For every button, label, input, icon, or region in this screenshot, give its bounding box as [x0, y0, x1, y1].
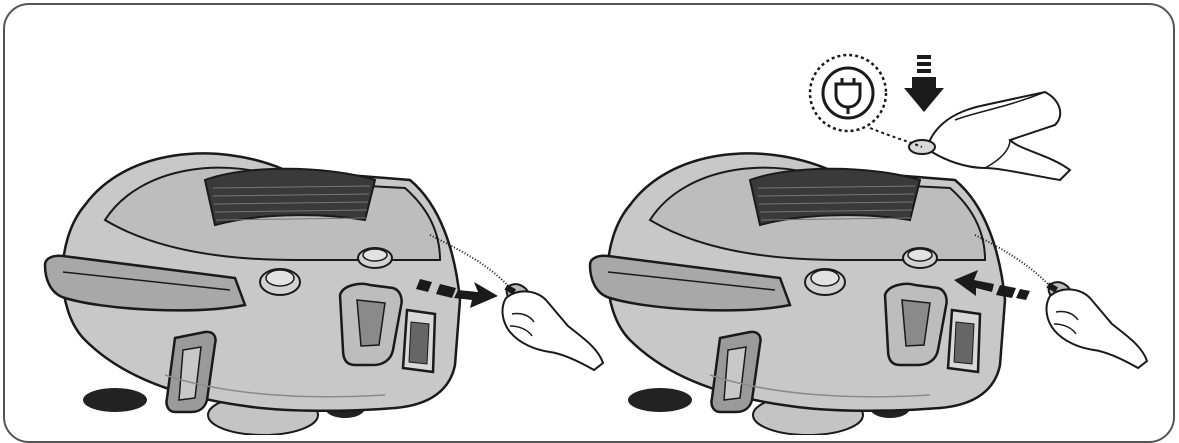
vacuum-right — [590, 153, 1005, 435]
vacuum-left — [45, 153, 460, 435]
hand-left — [503, 291, 603, 370]
power-plug-icon — [823, 68, 873, 118]
hand-right — [1047, 289, 1147, 368]
arrow-down-icon — [904, 55, 944, 112]
pressing-hand — [930, 92, 1070, 180]
